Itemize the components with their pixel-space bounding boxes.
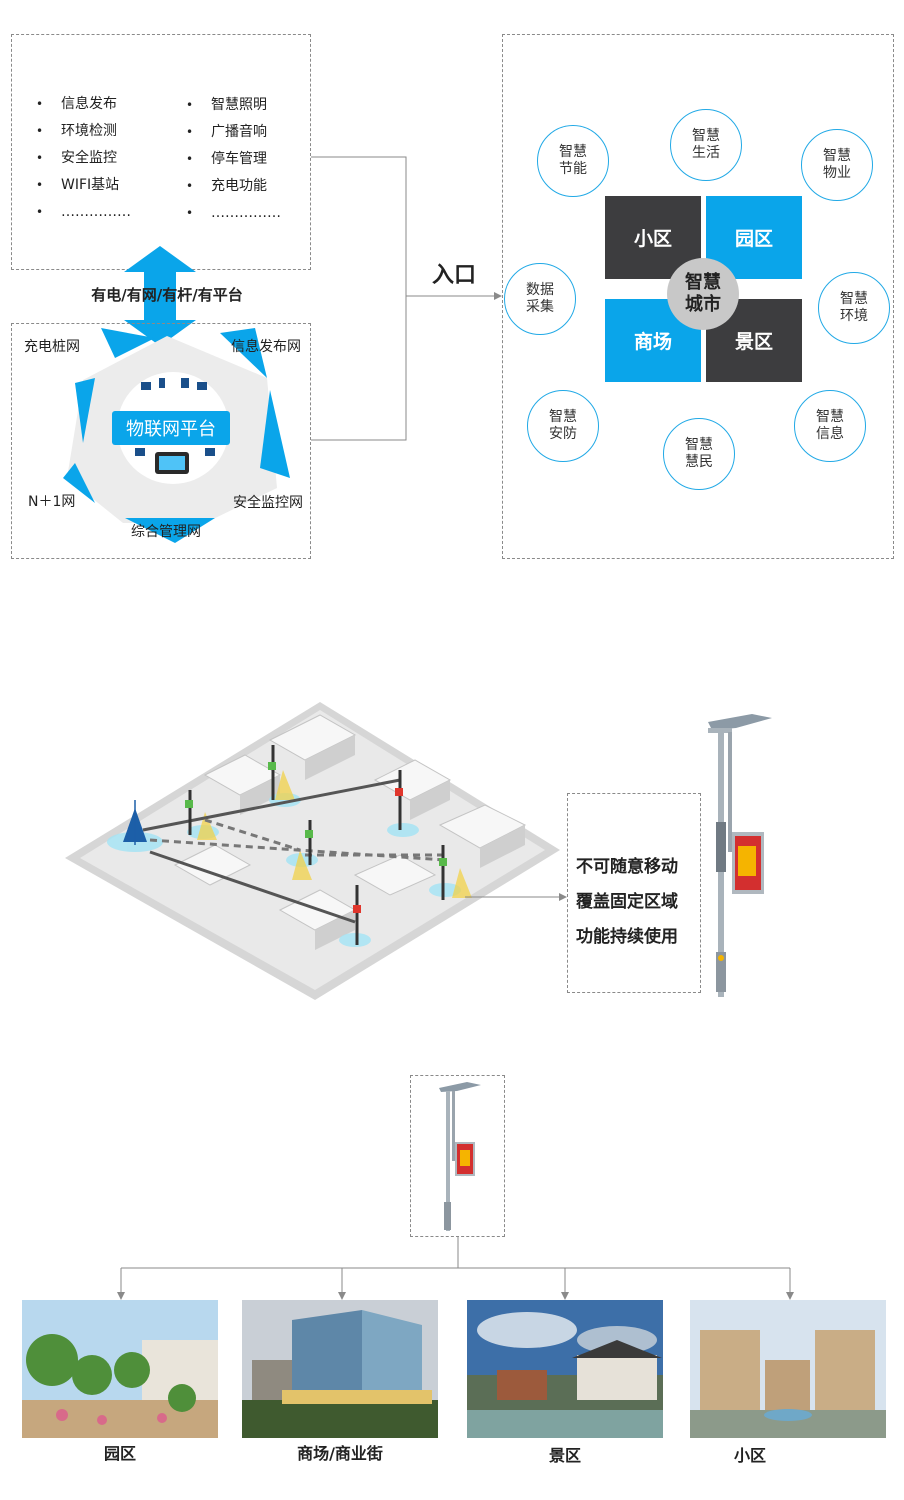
list-item: WIFI基站 <box>36 172 131 199</box>
corner-label: 安全监控网 <box>233 495 303 511</box>
list-item: …………… <box>186 200 281 227</box>
corner-label: N＋1网 <box>28 494 76 510</box>
list-item: 充电功能 <box>186 173 281 200</box>
smart-city-center: 智慧 城市 <box>667 258 739 330</box>
caption-scenic: 景区 <box>548 1446 581 1465</box>
tree-connectors <box>117 1236 794 1300</box>
smart-pole-illustration <box>708 714 772 997</box>
isometric-city-illustration <box>65 702 560 1000</box>
feature-item: 覆盖固定区域 <box>576 892 678 912</box>
double-arrow-icon <box>124 246 196 346</box>
feature-item: 功能持续使用 <box>576 927 678 947</box>
feature-item: 不可随意移动 <box>576 857 678 877</box>
circle-security: 智慧 安防 <box>527 390 599 462</box>
list-item: 安全监控 <box>36 145 131 172</box>
list-item: 环境检测 <box>36 118 131 145</box>
pole-box <box>410 1075 505 1237</box>
features-callout: 不可随意移动 覆盖固定区域 功能持续使用 <box>567 793 701 993</box>
caption-mall: 商场/商业街 <box>297 1444 383 1463</box>
circle-life: 智慧 生活 <box>670 109 742 181</box>
smart-pole-small-icon <box>439 1082 481 1231</box>
circle-property: 智慧 物业 <box>801 129 873 201</box>
pointer-arrow <box>465 893 567 901</box>
entrance-label: 入口 <box>432 263 477 288</box>
circle-info: 智慧 慧民 <box>663 418 735 490</box>
arrow-label: 有电/有网/有杆/有平台 <box>91 286 243 304</box>
feature-list-left: 信息发布 环境检测 安全监控 WIFI基站 …………… <box>36 91 131 226</box>
circle-environment: 智慧 环境 <box>818 272 890 344</box>
photo-scenic <box>467 1300 663 1438</box>
platform-box <box>11 323 311 559</box>
corner-label: 信息发布网 <box>231 339 301 355</box>
circle-data: 数据 采集 <box>504 263 576 335</box>
corner-label: 综合管理网 <box>131 524 201 540</box>
features-box: 信息发布 环境检测 安全监控 WIFI基站 …………… 智慧照明 广播音响 停车… <box>11 34 311 270</box>
quadrant-community: 小区 <box>605 196 701 279</box>
iot-platform-label: 物联网平台 <box>112 411 230 445</box>
connector-lines <box>311 156 502 441</box>
photo-community <box>690 1300 886 1438</box>
caption-park: 园区 <box>103 1444 136 1463</box>
caption-community: 小区 <box>733 1446 766 1465</box>
list-item: …………… <box>36 199 131 226</box>
list-item: 智慧照明 <box>186 92 281 119</box>
smart-city-box <box>502 34 894 559</box>
circle-people: 智慧 信息 <box>794 390 866 462</box>
feature-list-right: 智慧照明 广播音响 停车管理 充电功能 …………… <box>186 92 281 227</box>
list-item: 停车管理 <box>186 146 281 173</box>
photo-mall <box>242 1300 438 1438</box>
list-item: 广播音响 <box>186 119 281 146</box>
circle-energy: 智慧 节能 <box>537 125 609 197</box>
corner-label: 充电桩网 <box>24 339 80 355</box>
feature-text: 不可随意移动 覆盖固定区域 功能持续使用 <box>576 850 678 955</box>
list-item: 信息发布 <box>36 91 131 118</box>
photo-park <box>22 1300 218 1438</box>
